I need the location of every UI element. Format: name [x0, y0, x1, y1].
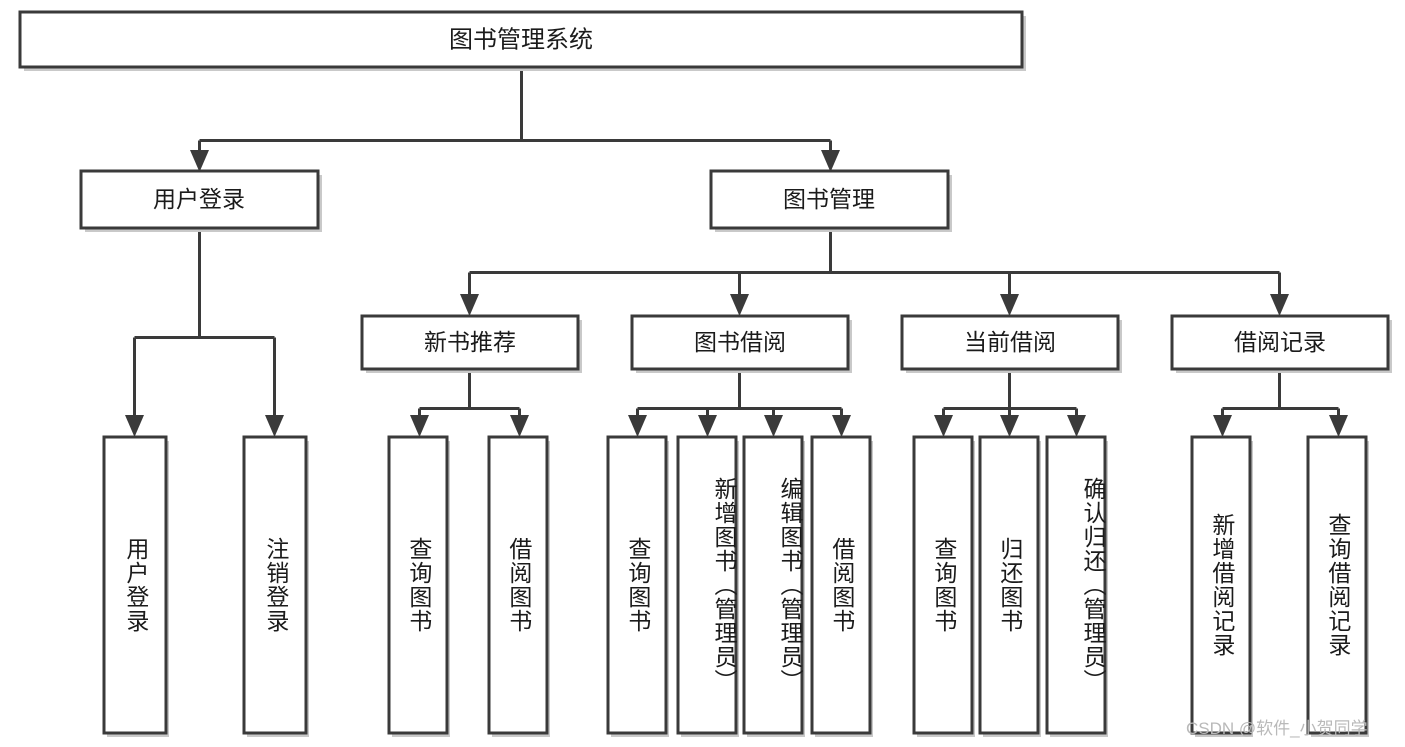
- node-book-management[interactable]: 图书管理: [709, 169, 952, 232]
- node-borrow-record[interactable]: 借阅记录: [1170, 314, 1392, 373]
- node-user-login-label: 用户登录: [153, 186, 245, 212]
- connector-group-book-borrow: [628, 373, 851, 437]
- arrow-head-leaf-query-book-3: [934, 415, 953, 437]
- leaf-box-return-book[interactable]: [978, 435, 1040, 735]
- node-user-login-box[interactable]: [79, 169, 320, 230]
- leaf-box-edit-book[interactable]: [742, 435, 804, 735]
- node-new-book-recommend-label: 新书推荐: [424, 329, 516, 355]
- arrow-head-book-borrow: [730, 294, 749, 316]
- leaf-box-query-book-2[interactable]: [606, 435, 668, 735]
- leaf-box-query-book-1[interactable]: [387, 435, 449, 735]
- node-book-management-box[interactable]: [709, 169, 950, 230]
- leaf-box-add-book[interactable]: [676, 435, 738, 735]
- arrow-head-leaf-add-record: [1213, 415, 1232, 437]
- node-root-box[interactable]: [18, 10, 1024, 69]
- node-root-label: 图书管理系统: [449, 26, 593, 53]
- leaf-node-group: [102, 435, 1369, 737]
- arrow-head-leaf-borrow-book-2: [832, 415, 851, 437]
- leaf-box-query-record[interactable]: [1306, 435, 1368, 735]
- node-root[interactable]: 图书管理系统: [18, 10, 1026, 71]
- node-borrow-record-label: 借阅记录: [1234, 329, 1326, 355]
- connector-group-root: [190, 67, 840, 172]
- node-user-login[interactable]: 用户登录: [79, 169, 322, 232]
- node-borrow-record-box[interactable]: [1170, 314, 1390, 371]
- arrow-head-leaf-query-book-1: [410, 415, 429, 437]
- node-book-borrow-box[interactable]: [630, 314, 850, 371]
- leaf-box-borrow-book-1[interactable]: [487, 435, 549, 735]
- arrow-head-borrow-record: [1270, 294, 1289, 316]
- arrow-head-book-management: [821, 150, 840, 172]
- node-current-borrow-label: 当前借阅: [964, 329, 1056, 355]
- arrow-head-current-borrow: [1000, 294, 1019, 316]
- node-new-book-recommend-box[interactable]: [360, 314, 580, 371]
- node-book-borrow-label: 图书借阅: [694, 329, 786, 355]
- connector-group-new-book-recommend: [410, 373, 529, 437]
- arrow-head-leaf-logout-login: [265, 415, 284, 437]
- leaf-box-add-record[interactable]: [1190, 435, 1252, 735]
- arrow-head-user-login: [190, 150, 209, 172]
- arrow-head-new-book-recommend: [460, 294, 479, 316]
- node-current-borrow[interactable]: 当前借阅: [900, 314, 1122, 373]
- arrow-head-leaf-confirm-return: [1067, 415, 1086, 437]
- leaf-box-borrow-book-2[interactable]: [810, 435, 872, 735]
- node-book-management-label: 图书管理: [783, 186, 875, 212]
- leaf-box-query-book-3[interactable]: [912, 435, 974, 735]
- arrow-head-leaf-edit-book: [764, 415, 783, 437]
- arrow-head-leaf-return-book: [1000, 415, 1019, 437]
- connector-group-current-borrow: [934, 373, 1086, 437]
- arrow-head-leaf-query-book-2: [628, 415, 647, 437]
- connector-group-borrow-record: [1213, 373, 1348, 437]
- leaf-box-logout-login[interactable]: [242, 435, 308, 735]
- arrow-head-leaf-user-login: [125, 415, 144, 437]
- csdn-watermark: CSDN @软件_小贺同学: [1186, 719, 1368, 738]
- arrow-head-leaf-query-record: [1329, 415, 1348, 437]
- leaf-box-confirm-return[interactable]: [1045, 435, 1107, 735]
- arrow-head-leaf-add-book: [698, 415, 717, 437]
- node-new-book-recommend[interactable]: 新书推荐: [360, 314, 582, 373]
- node-book-borrow[interactable]: 图书借阅: [630, 314, 852, 373]
- connector-group-book-management: [460, 232, 1289, 316]
- arrow-head-leaf-borrow-book-1: [510, 415, 529, 437]
- node-current-borrow-box[interactable]: [900, 314, 1120, 371]
- connector-group-user-login: [125, 232, 284, 437]
- leaf-box-user-login[interactable]: [102, 435, 168, 735]
